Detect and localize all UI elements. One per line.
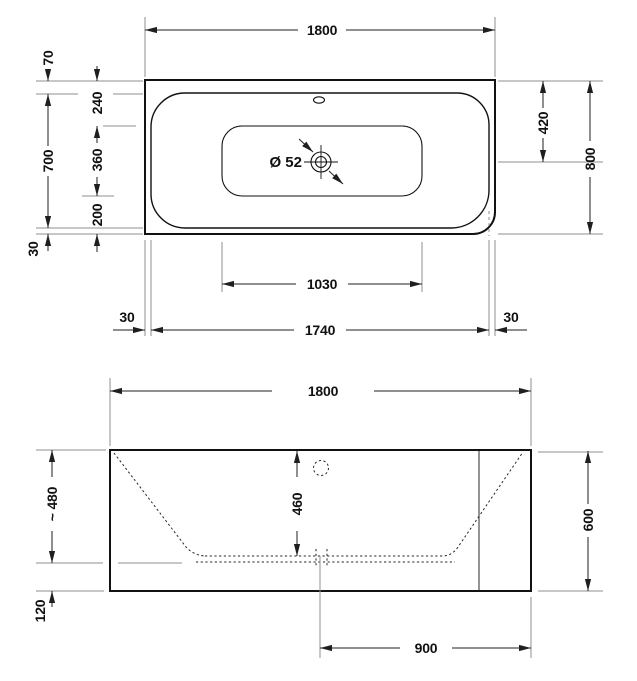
- dim-label-460: 460: [289, 492, 305, 515]
- dim-plan-rim-top-70: 70: [40, 50, 56, 81]
- dim-elev-depth-approx-480: ~ 480: [44, 450, 60, 563]
- dim-label-360: 360: [89, 148, 105, 171]
- dim-label-1030: 1030: [307, 276, 338, 292]
- overflow-hole: [312, 96, 326, 104]
- dim-label-70: 70: [40, 50, 56, 66]
- dim-label-480: ~ 480: [44, 486, 60, 521]
- elevation-extension-lines: [36, 378, 603, 658]
- dim-label-120: 120: [32, 599, 48, 622]
- drain-diameter-label: Ø 52: [269, 154, 302, 171]
- dim-label-30-right: 30: [503, 309, 519, 325]
- dim-label-30-bottom: 30: [25, 241, 41, 257]
- dim-plan-basin-to-bottom-200: 200: [89, 203, 105, 252]
- drain-arrow-lower: [328, 170, 344, 185]
- tub-basin-floor: [221, 125, 423, 197]
- dim-plan-rim-right-30: 30: [495, 309, 527, 334]
- dim-plan-basin-width-360: 360: [89, 148, 105, 196]
- dim-elev-drain-offset-900: 900: [320, 640, 531, 656]
- plan-view: Ø 52 1800: [25, 17, 603, 338]
- dim-elev-overall-width: 1800: [110, 383, 531, 399]
- dim-label-elev-1800: 1800: [308, 383, 339, 399]
- dim-plan-overall-width: 1800: [145, 22, 495, 38]
- plan-extension-lines: [36, 17, 603, 336]
- interior-left-slope: [113, 452, 206, 557]
- dim-label-1740: 1740: [305, 322, 336, 338]
- dim-plan-inner-length-1740: 1740: [151, 322, 489, 338]
- dim-elev-base-height-120: 120: [32, 591, 56, 622]
- tub-outer-outline: [144, 79, 496, 235]
- dim-label-800: 800: [582, 147, 598, 170]
- dim-label-200: 200: [89, 203, 105, 226]
- interior-profile-dashed: [113, 451, 524, 567]
- dim-label-700: 700: [40, 149, 56, 172]
- dim-plan-basin-length-1030: 1030: [222, 276, 422, 292]
- dim-plan-rim-left-30: 30: [113, 309, 145, 334]
- dim-elev-inner-depth-460: 460: [289, 451, 305, 556]
- dim-label-plan-1800: 1800: [307, 22, 338, 38]
- interior-bottom-upper: [205, 451, 524, 557]
- drain-symbol: Ø 52: [269, 138, 344, 185]
- dim-plan-inner-depth-700: 700: [40, 94, 56, 228]
- dim-plan-overall-depth-800: 800: [582, 81, 598, 234]
- elevation-view: 1800 ~ 480 120 460 600 900: [32, 378, 603, 658]
- tub-inner-rim: [150, 92, 490, 229]
- dim-label-30-left: 30: [119, 309, 135, 325]
- dim-plan-top-to-basin-240: 240: [89, 66, 105, 143]
- dim-plan-rim-bottom-30: 30: [25, 234, 52, 257]
- dim-label-600: 600: [580, 508, 596, 531]
- dim-label-240: 240: [89, 91, 105, 114]
- dim-label-900: 900: [415, 640, 438, 656]
- dim-elev-overall-height-600: 600: [580, 451, 596, 591]
- overflow-dashed-circle: [313, 460, 329, 476]
- dim-plan-drain-from-top-420: 420: [535, 81, 551, 162]
- drain-arrow-upper: [298, 138, 314, 153]
- dim-label-420: 420: [535, 111, 551, 134]
